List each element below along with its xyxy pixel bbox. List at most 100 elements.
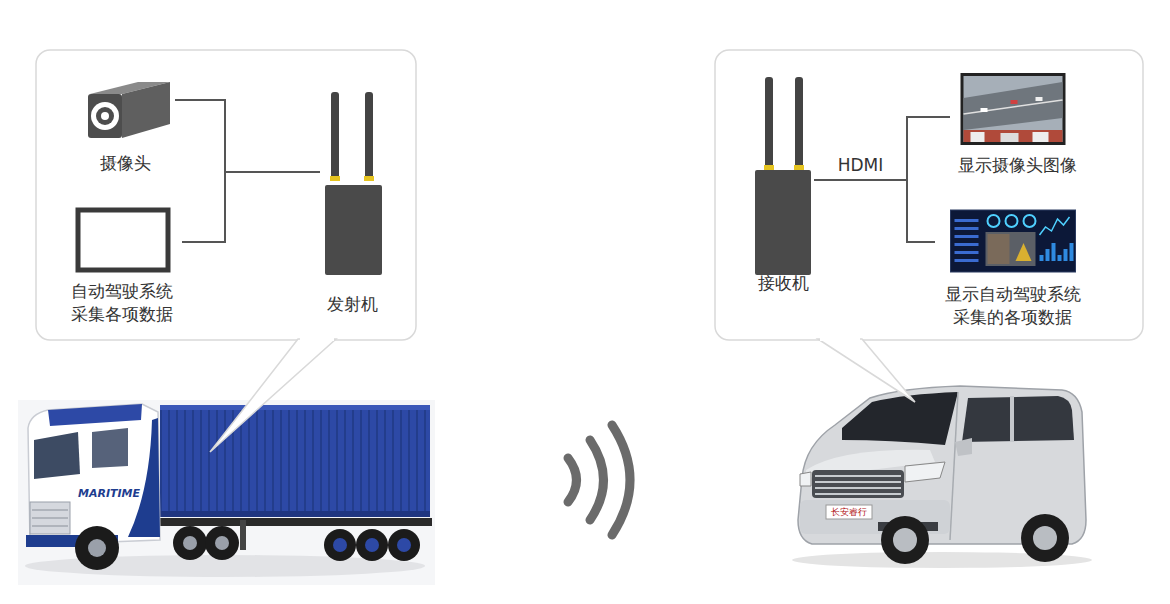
- truck-photo-part: [88, 539, 106, 557]
- node-label: 显示自动驾驶系统 采集的各项数据: [935, 283, 1090, 329]
- truck-photo-part: [48, 404, 142, 426]
- left-callout-tail-part: [300, 338, 334, 341]
- truck-photo-part: [28, 404, 160, 545]
- truck-photo-part: [388, 529, 420, 561]
- antenna: [765, 77, 773, 168]
- truck-photo-part: [32, 518, 68, 519]
- van-plate-text: 长安睿行: [826, 506, 872, 518]
- van-photo-part: [842, 392, 958, 445]
- camera-side: [122, 82, 170, 138]
- connector-line: [175, 100, 320, 172]
- truck-photo-part: [18, 400, 435, 585]
- antenna: [795, 77, 803, 168]
- right-panel: [715, 50, 1143, 340]
- truck-photo-part: [324, 529, 356, 561]
- dashboard-list: [954, 219, 978, 222]
- truck-photo-part: [30, 502, 70, 534]
- van-photo: [792, 386, 1092, 568]
- truck-photo-part: [32, 510, 68, 511]
- dashboard-list: [954, 235, 978, 238]
- truck-photo-part: [128, 418, 160, 537]
- connector-line: [182, 172, 320, 242]
- camera-lens-ring: [91, 102, 119, 130]
- dashboard-bar: [1045, 249, 1049, 261]
- screen-road: [963, 82, 1062, 130]
- node-text-group: 接收机: [752, 272, 814, 295]
- van-photo-part: [815, 493, 901, 495]
- dashboard-bar: [1063, 249, 1067, 261]
- antenna-ring: [330, 176, 340, 181]
- dashboard-list: [954, 243, 978, 246]
- camera-icon: [75, 80, 175, 150]
- right-callout-tail: [818, 339, 915, 402]
- node-label: 摄像头: [75, 152, 175, 175]
- truck-brand-text: MARITIME: [74, 487, 144, 500]
- antenna-ring: [364, 176, 374, 181]
- truck-photo-part: [32, 526, 68, 527]
- dashboard-bar: [1069, 243, 1073, 261]
- antenna: [331, 92, 339, 180]
- van-photo-part: [881, 516, 929, 564]
- dashboard-frame: [950, 210, 1075, 272]
- camera-front: [88, 94, 122, 138]
- right-callout-tail-part: [818, 339, 915, 402]
- screen2-icon: [935, 205, 1090, 275]
- screen-building: [1000, 133, 1018, 142]
- node-label: 发射机: [320, 293, 384, 316]
- right-callout-tail-part: [820, 338, 860, 341]
- wireless-waves-part: [590, 440, 604, 520]
- dashboard-bar: [1051, 243, 1055, 261]
- truck-photo-part: [92, 428, 128, 468]
- node-text-group: 自动驾驶系统 采集各项数据: [62, 280, 182, 326]
- screen-car: [1010, 100, 1017, 104]
- node-text-group: 显示摄像头图像: [950, 154, 1085, 177]
- screen-buildings: [963, 130, 1062, 142]
- dashboard-gauge: [1005, 215, 1017, 227]
- dashboard-gauge: [987, 215, 999, 227]
- wireless-waves: [568, 425, 630, 535]
- van-photo-part: [826, 505, 872, 519]
- truck-photo-part: [215, 536, 229, 550]
- right-panel-part: [715, 50, 1143, 340]
- antenna-ring: [794, 165, 804, 170]
- truck-photo-part: [160, 408, 430, 516]
- camera-display-node: 显示摄像头图像: [950, 70, 1085, 180]
- dashboard-bar: [1039, 255, 1043, 261]
- truck-photo-part: [160, 405, 430, 410]
- van-photo-part: [962, 396, 1074, 442]
- truck-photo-part: [150, 518, 432, 526]
- camera-lens: [96, 107, 114, 125]
- node-label: 显示摄像头图像: [950, 154, 1085, 177]
- left-panel-part: [36, 50, 416, 340]
- wireless-waves-part: [568, 458, 577, 502]
- van-photo-part: [815, 487, 901, 489]
- truck-photo-part: [160, 511, 430, 517]
- dashboard-list: [954, 251, 978, 254]
- transmitter-body: [325, 185, 382, 275]
- node-label: 接收机: [752, 272, 814, 295]
- truck-photo-part: [183, 536, 197, 550]
- rx-icon: [752, 75, 814, 277]
- node-text-group: 摄像头: [75, 152, 175, 175]
- screen-frame: [960, 73, 1065, 145]
- truck-photo-part: [75, 526, 119, 570]
- dashboard-list: [954, 227, 978, 230]
- screen-sky: [963, 76, 1062, 142]
- node-text-group: 发射机: [320, 293, 384, 316]
- edge-label: HDMI: [835, 155, 887, 175]
- screen-car: [980, 108, 987, 112]
- van-photo-part: [800, 500, 950, 534]
- van-photo-part: [955, 438, 972, 456]
- receiver-node: 接收机: [752, 75, 814, 300]
- node-label: 自动驾驶系统 采集各项数据: [62, 280, 182, 326]
- van-photo-part: [893, 528, 917, 552]
- van-photo-part: [800, 472, 811, 486]
- van-photo-part: [815, 481, 901, 483]
- antenna-ring: [764, 165, 774, 170]
- wireless-waves-part: [612, 425, 630, 535]
- left-panel: [36, 50, 416, 340]
- transmitter-node: 发射机: [320, 88, 384, 320]
- left-callout-tail-part: [210, 339, 336, 452]
- truck-photo-part: [34, 432, 80, 479]
- dashboard-bar: [1057, 255, 1061, 261]
